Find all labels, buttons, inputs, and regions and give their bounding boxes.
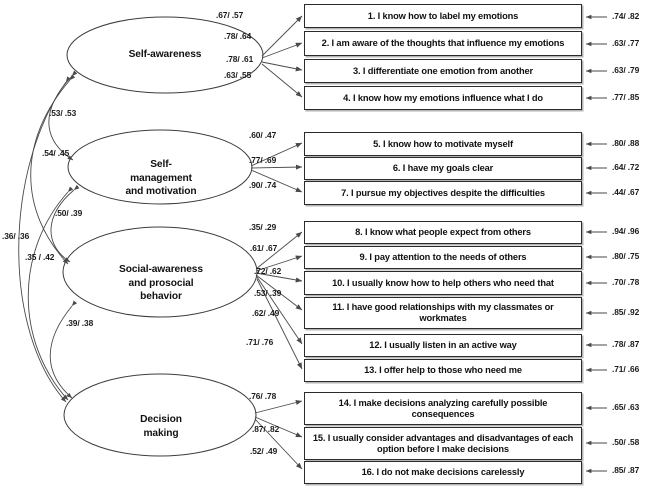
item-text: 10. I usually know how to help others wh…	[332, 277, 554, 288]
error-label: .80/ .75	[612, 251, 640, 261]
loading-label: .52/ .49	[250, 446, 278, 456]
error-label: .94/ .96	[612, 226, 640, 236]
correlation-label-sa-soc: .54/ .45	[42, 148, 70, 158]
item-box[interactable]: 13. I offer help to those who need me	[304, 359, 582, 382]
item-text: 3. I differentiate one emotion from anot…	[352, 65, 534, 76]
error-label: .65/ .63	[612, 402, 640, 412]
loading-label: .76/ .78	[249, 391, 277, 401]
correlation-label-sm-dm: .35 / .42	[25, 252, 55, 262]
corr-curve-sm-soc	[50, 184, 80, 263]
loading-label: .53/ .39	[254, 288, 282, 298]
error-label: .74/ .82	[612, 11, 640, 21]
item-text: 5. I know how to motivate myself	[373, 138, 513, 149]
item-box[interactable]: 6. I have my goals clear	[304, 157, 582, 180]
item-text: 9. I pay attention to the needs of other…	[359, 252, 527, 263]
item-text: 8. I know what people expect from others	[355, 227, 531, 238]
error-label: .63/ .77	[612, 38, 640, 48]
loading-label: .61/ .67	[250, 243, 278, 253]
factor-text: Social-awareness and prosocial behavior	[119, 264, 203, 303]
item-box[interactable]: 10. I usually know how to help others wh…	[304, 271, 582, 295]
loading-label: .67/ .57	[216, 10, 244, 20]
corr-curve-sm-dm	[27, 186, 74, 401]
item-box[interactable]: 7. I pursue my objectives despite the di…	[304, 181, 582, 205]
item-box[interactable]: 11. I have good relationships with my cl…	[304, 297, 582, 329]
item-box[interactable]: 3. I differentiate one emotion from anot…	[304, 59, 582, 83]
loading-label: .63/ .55	[224, 70, 252, 80]
item-box[interactable]: 12. I usually listen in an active way	[304, 334, 582, 357]
error-label: .85/ .87	[612, 465, 640, 475]
factor-text: Decision making	[140, 414, 182, 439]
item-text: 11. I have good relationships with my cl…	[332, 302, 554, 323]
factor-label-self-awareness: Self-awareness	[95, 48, 235, 61]
error-label: .85/ .92	[612, 307, 640, 317]
corr-curve-sa-dm	[18, 76, 71, 403]
item-box[interactable]: 14. I make decisions analyzing carefully…	[304, 392, 582, 425]
item-text: 2. I am aware of the thoughts that influ…	[321, 38, 565, 49]
correlation-label-soc-dm: .39/ .38	[66, 318, 94, 328]
factor-label-self-management: Self- management and motivation	[100, 145, 222, 199]
item-box[interactable]: 8. I know what people expect from others	[304, 221, 582, 244]
loading-label: .71/ .76	[246, 337, 274, 347]
loading-label: .77/ .69	[249, 155, 277, 165]
error-label: .70/ .78	[612, 277, 640, 287]
error-label: .78/ .87	[612, 339, 640, 349]
factor-text: Self-awareness	[128, 49, 202, 60]
item-box[interactable]: 1. I know how to label my emotions	[304, 4, 582, 28]
factor-label-decision-making: Decision making	[105, 400, 217, 440]
item-box[interactable]: 16. I do not make decisions carelessly	[304, 461, 582, 484]
item-text: 1. I know how to label my emotions	[367, 10, 519, 21]
item-box[interactable]: 4. I know how my emotions influence what…	[304, 86, 582, 110]
factor-ellipse-decision-making	[63, 373, 257, 457]
item-text: 4. I know how my emotions influence what…	[343, 92, 543, 103]
error-label: .80/ .88	[612, 138, 640, 148]
error-label: .44/ .67	[612, 187, 640, 197]
item-text: 7. I pursue my objectives despite the di…	[341, 187, 545, 198]
loading-label: .87/ .82	[252, 424, 280, 434]
item-text: 15. I usually consider advantages and di…	[312, 432, 574, 454]
error-label: .77/ .85	[612, 92, 640, 102]
loading-label: .62/ .49	[252, 308, 280, 318]
loading-label: .60/ .47	[249, 130, 277, 140]
error-label: .50/ .58	[612, 437, 640, 447]
factor-ellipse-self-management	[67, 129, 253, 205]
factor-label-social-awareness: Social-awareness and prosocial behavior	[90, 250, 232, 304]
item-box[interactable]: 9. I pay attention to the needs of other…	[304, 246, 582, 269]
item-box[interactable]: 5. I know how to motivate myself	[304, 132, 582, 156]
loading-label: .90/ .74	[249, 180, 277, 190]
correlation-label-sa-sm: .53/ .53	[49, 108, 77, 118]
item-text: 14. I make decisions analyzing carefully…	[338, 397, 548, 419]
item-box[interactable]: 2. I am aware of the thoughts that influ…	[304, 31, 582, 56]
correlation-label-sm-soc: .50/ .39	[55, 208, 83, 218]
item-text: 13. I offer help to those who need me	[364, 365, 522, 376]
error-label: .71/ .66	[612, 364, 640, 374]
correlation-label-sa-dm: .36/ .36	[2, 231, 30, 241]
error-label: .63/ .79	[612, 65, 640, 75]
item-text: 12. I usually listen in an active way	[369, 340, 517, 351]
item-text: 6. I have my goals clear	[392, 163, 494, 174]
item-text: 16. I do not make decisions carelessly	[361, 467, 525, 478]
loading-label: .78/ .61	[226, 54, 254, 64]
loading-label: .78/ .64	[224, 31, 252, 41]
error-label: .64/ .72	[612, 162, 640, 172]
item-box[interactable]: 15. I usually consider advantages and di…	[304, 427, 582, 460]
factor-ellipse-social-awareness	[62, 226, 258, 318]
loading-label: .35/ .29	[249, 222, 277, 232]
loading-label: .72/ .62	[254, 266, 282, 276]
factor-text: Self- management and motivation	[125, 159, 197, 198]
